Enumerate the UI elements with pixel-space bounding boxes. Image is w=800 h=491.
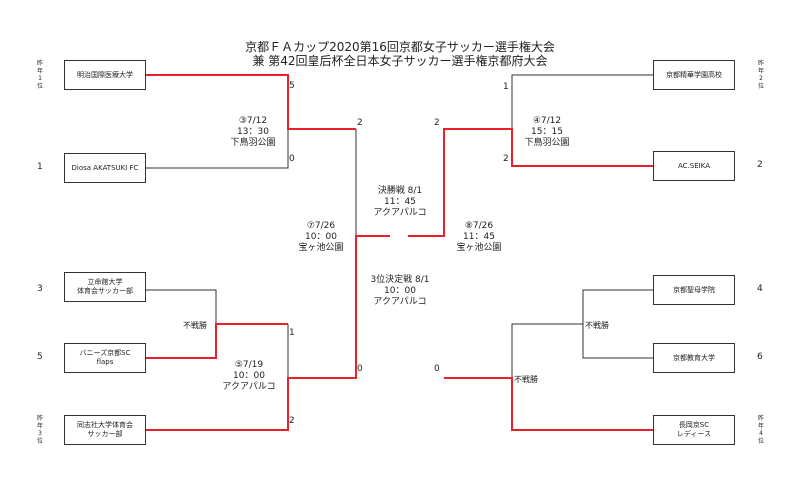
tournament-title-line1: 京都ＦＡカップ2020第16回京都女子サッカー選手権大会: [245, 40, 555, 54]
third-place-info: 3位決定戦 8/1 10：00 アクアパルコ: [370, 275, 430, 307]
score-m4-ac-seika: 2: [503, 154, 509, 164]
score-m4-seika-hs: 1: [503, 82, 509, 92]
seed-diosa: 1: [37, 162, 43, 172]
score-m8-bottom: 0: [434, 364, 440, 374]
prev-rank-seika-hs: 昨 年 2 位: [757, 60, 764, 90]
prev-rank-meiji: 昨 年 1 位: [36, 60, 43, 90]
seed-seibo: 4: [757, 284, 763, 294]
prev-rank-nagaokakyo: 昨 年 4 位: [757, 415, 764, 445]
team-seika-hs: 京都精華学園高校: [653, 60, 735, 90]
walkover-right-bottom: 不戦勝: [514, 375, 538, 384]
match-8-info: ⑧7/26 11：45 宝ヶ池公園: [456, 221, 502, 253]
score-m7-top: 2: [357, 118, 363, 128]
team-diosa: Diosa AKATSUKI FC: [64, 153, 146, 183]
prev-rank-doshisha: 昨 年 3 位: [36, 415, 43, 445]
team-nagaokakyo: 長岡京SC レディース: [653, 415, 735, 445]
team-doshisha: 同志社大学体育会 サッカー部: [64, 415, 146, 445]
score-m8-top: 2: [434, 118, 440, 128]
match-4-info: ④7/12 15：15 下鳥羽公園: [524, 116, 570, 148]
seed-ac-seika: 2: [757, 160, 763, 170]
final-info: 決勝戦 8/1 11：45 アクアパルコ: [373, 186, 427, 218]
team-meiji: 明治国際医療大学: [64, 60, 146, 90]
team-ritsumeikan: 立命館大学 体育会サッカー部: [64, 272, 146, 302]
score-m5-top: 1: [289, 328, 295, 338]
team-seibo: 京都聖母学院: [653, 275, 735, 305]
score-m3-meiji: 5: [289, 81, 295, 91]
team-ac-seika: AC.SEIKA: [653, 151, 735, 181]
score-m5-doshisha: 2: [289, 416, 295, 426]
score-m3-diosa: 0: [289, 154, 295, 164]
match-5-info: ⑤7/19 10：00 アクアパルコ: [222, 360, 276, 392]
score-m7-bottom: 0: [357, 364, 363, 374]
team-bunnies: バニーズ京都SC flaps: [64, 343, 146, 373]
team-kyoiku: 京都教育大学: [653, 343, 735, 373]
walkover-left: 不戦勝: [183, 321, 207, 330]
walkover-right-top: 不戦勝: [585, 321, 609, 330]
match-3-info: ③7/12 13：30 下鳥羽公園: [230, 116, 276, 148]
seed-kyoiku: 6: [757, 352, 763, 362]
seed-ritsumeikan: 3: [37, 284, 43, 294]
tournament-title-line2: 兼 第42回皇后杯全日本女子サッカー選手権京都府大会: [252, 54, 548, 68]
match-7-info: ⑦7/26 10：00 宝ヶ池公園: [298, 221, 344, 253]
seed-bunnies: 5: [37, 352, 43, 362]
